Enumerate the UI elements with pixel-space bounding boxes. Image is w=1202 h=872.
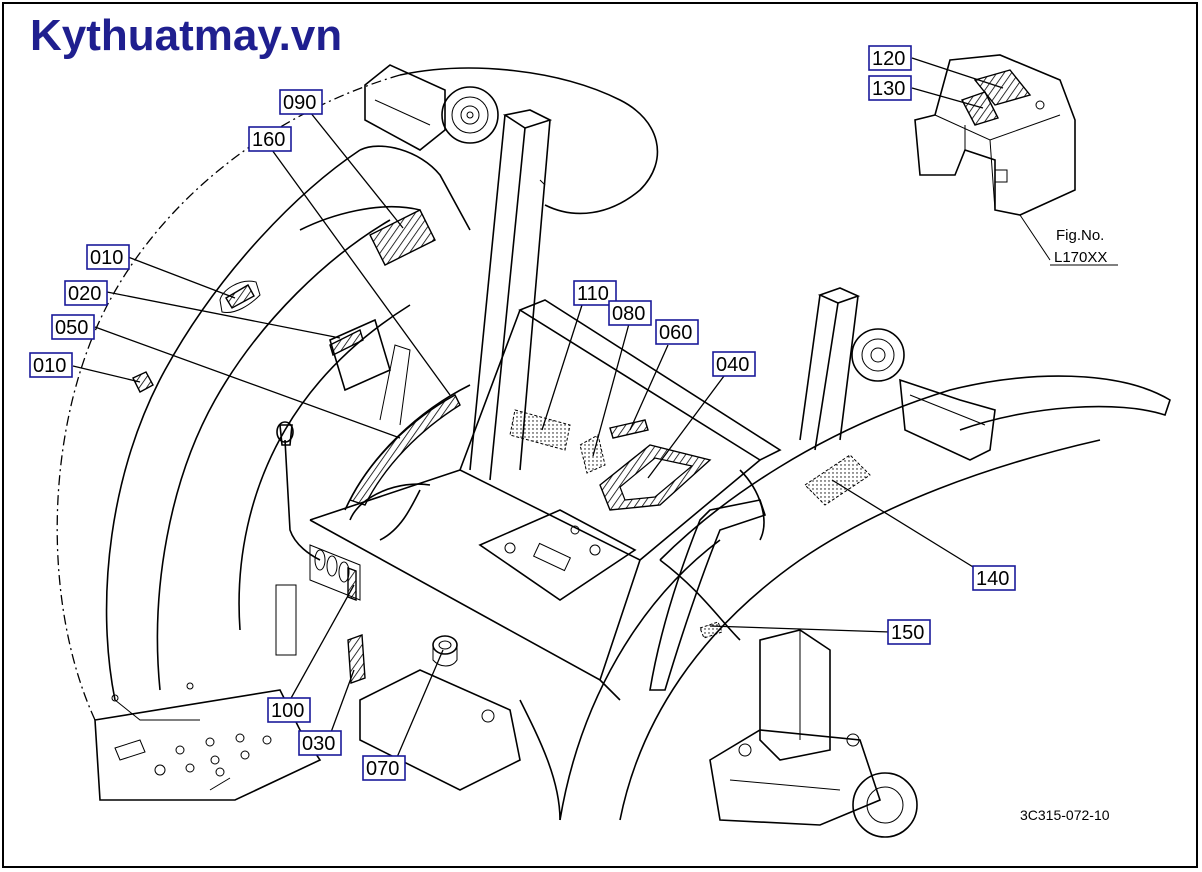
- callout-010-a[interactable]: 010: [86, 244, 130, 270]
- svg-text:090: 090: [283, 92, 316, 114]
- right-rops-post: [799, 287, 861, 451]
- pto-knob: [432, 635, 458, 667]
- decal-010-lower: [132, 371, 154, 393]
- svg-text:050: 050: [55, 317, 88, 339]
- figure-number: L170XX: [1054, 249, 1107, 266]
- decal-010-upper: [225, 284, 255, 309]
- callout-140[interactable]: 140: [972, 565, 1016, 591]
- figure-number-label: Fig.No.: [1056, 227, 1104, 244]
- svg-text:030: 030: [302, 733, 335, 755]
- svg-text:140: 140: [976, 568, 1009, 590]
- callout-110[interactable]: 110: [573, 280, 617, 306]
- callout-020[interactable]: 020: [64, 280, 108, 306]
- decal-090: [369, 209, 436, 266]
- svg-text:110: 110: [577, 283, 609, 305]
- callout-130[interactable]: 130: [868, 75, 912, 101]
- callout-090[interactable]: 090: [279, 89, 323, 115]
- decal-080: [579, 434, 606, 474]
- lower-step: [94, 689, 322, 801]
- right-lamp: [851, 328, 996, 461]
- left-lamp: [364, 64, 499, 151]
- svg-text:010: 010: [33, 355, 66, 377]
- lower-cover: [359, 669, 561, 821]
- rops-post: [469, 109, 553, 481]
- callout-160[interactable]: 160: [248, 126, 292, 152]
- right-fender: [559, 375, 1171, 821]
- left-fender: [56, 67, 659, 721]
- leader-lines: [72, 57, 1004, 763]
- callout-120[interactable]: 120: [868, 45, 912, 71]
- callout-010-b[interactable]: 010: [29, 352, 73, 378]
- callout-100[interactable]: 100: [267, 697, 311, 723]
- callout-070[interactable]: 070: [362, 755, 406, 781]
- svg-text:040: 040: [716, 354, 749, 376]
- decal-150: [699, 621, 723, 639]
- svg-text:160: 160: [252, 129, 285, 151]
- callout-040[interactable]: 040: [712, 351, 756, 377]
- decal-110: [509, 409, 571, 451]
- control-lever: [276, 421, 321, 561]
- svg-text:130: 130: [872, 78, 905, 100]
- svg-text:080: 080: [612, 303, 645, 325]
- svg-text:120: 120: [872, 48, 905, 70]
- drawing-code: 3C315-072-10: [1020, 807, 1110, 823]
- callout-080[interactable]: 080: [608, 300, 652, 326]
- gearbox: [709, 629, 918, 838]
- callout-150[interactable]: 150: [887, 619, 931, 645]
- decal-140: [804, 454, 871, 506]
- switch-bank: [275, 544, 361, 656]
- svg-text:070: 070: [366, 758, 399, 780]
- seat-bracket: [478, 509, 637, 601]
- brand-title: Kythuatmay.vn: [30, 11, 342, 60]
- svg-text:150: 150: [891, 622, 924, 644]
- decal-060: [609, 419, 649, 439]
- callout-030[interactable]: 030: [298, 730, 342, 756]
- callout-060[interactable]: 060: [655, 319, 699, 345]
- svg-text:060: 060: [659, 322, 692, 344]
- svg-text:100: 100: [271, 700, 304, 722]
- decal-010-upper-outline: [219, 280, 261, 314]
- svg-text:020: 020: [68, 283, 101, 305]
- decal-040: [599, 444, 712, 511]
- svg-text:010: 010: [90, 247, 123, 269]
- callout-050[interactable]: 050: [51, 314, 95, 340]
- lever-quadrant: [329, 318, 471, 511]
- decal-030: [347, 634, 366, 684]
